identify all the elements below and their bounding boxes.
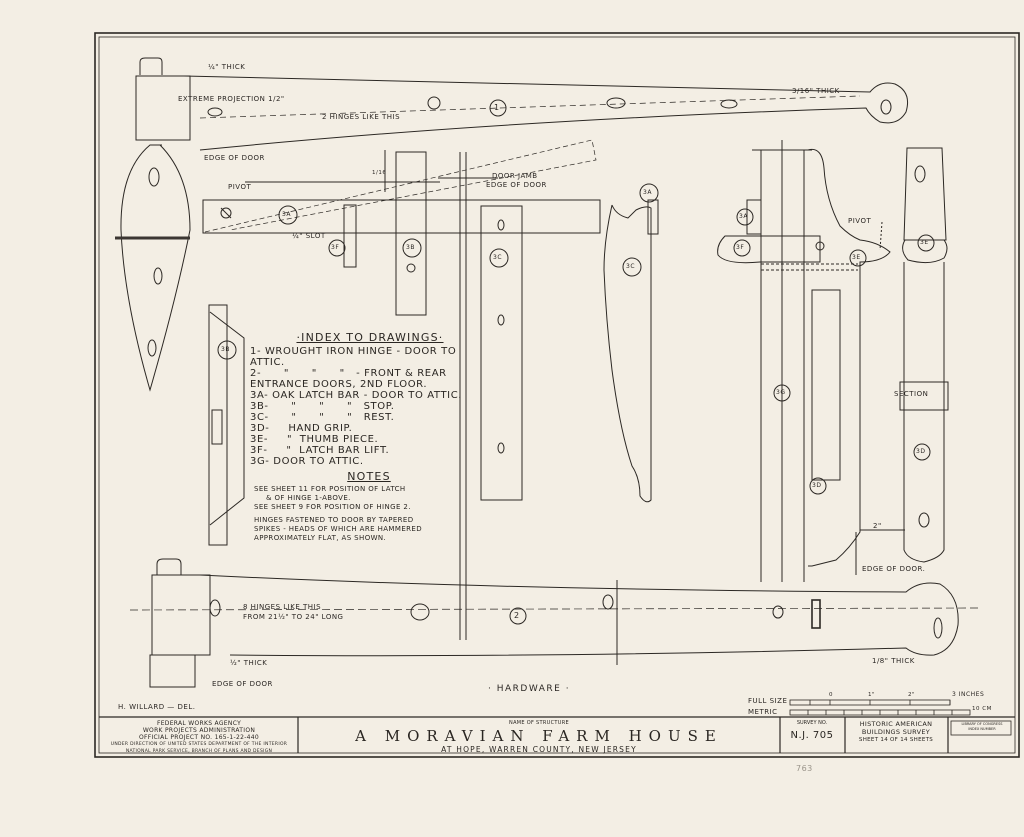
- label-edge-of-door-handle: EDGE OF DOOR.: [862, 565, 926, 573]
- title-block-structure: NAME OF STRUCTURE A MORAVIAN FARM HOUSE …: [300, 720, 778, 754]
- label-slot: ¼" SLOT: [292, 232, 326, 240]
- index-line: ENTRANCE DOORS, 2ND FLOOR.: [250, 379, 428, 390]
- hand-grip-3d-drawing: [855, 147, 949, 575]
- tag-part-3c: 3C: [626, 263, 636, 270]
- label-delineator: H. WILLARD — DEL.: [118, 703, 196, 711]
- index-line: 3E- " THUMB PIECE.: [250, 434, 379, 445]
- tag-part-3b: 3B: [406, 244, 415, 251]
- scale-tick-in: 2": [908, 692, 916, 698]
- inner-border: [98, 36, 1016, 754]
- scale-cm-label: 10 CM: [972, 706, 992, 712]
- label-section: SECTION: [894, 390, 929, 398]
- tag-part-3f: 3F: [331, 244, 340, 251]
- index-line: 3D- HAND GRIP.: [250, 423, 353, 434]
- agency-line: NATIONAL PARK SERVICE, BRANCH OF PLANS A…: [125, 749, 273, 754]
- tag-part-3e: 3E: [920, 239, 929, 246]
- habs-line: BUILDINGS SURVEY: [861, 728, 931, 736]
- title-block-survey: SURVEY NO. N.J. 705: [781, 720, 843, 741]
- survey-caption: SURVEY NO.: [796, 720, 828, 726]
- label-dim-2in: 2": [873, 522, 882, 530]
- notes-line: SEE SHEET 9 FOR POSITION OF HINGE 2.: [254, 503, 411, 511]
- notes-line: SPIKES - HEADS OF WHICH ARE HAMMERED: [254, 525, 423, 533]
- habs-sheet-number: SHEET 14 OF 14 SHEETS: [858, 737, 934, 743]
- index-line: 2- " " " - FRONT & REAR: [250, 368, 447, 379]
- structure-name: A MORAVIAN FARM HOUSE: [355, 727, 723, 745]
- index-line: 3F- " LATCH BAR LIFT.: [250, 445, 390, 456]
- tag-part-3f: 3F: [736, 244, 745, 251]
- agency-line: FEDERAL WORKS AGENCY: [156, 720, 242, 727]
- agency-line: WORK PROJECTS ADMINISTRATION: [142, 727, 256, 734]
- scale-inches-label: 3 INCHES: [952, 691, 985, 698]
- label-thickness-3-16: 3/16" THICK: [792, 87, 840, 95]
- tag-part-3d: 3D: [812, 482, 822, 489]
- survey-number: N.J. 705: [790, 730, 834, 741]
- scale-full-size-label: FULL SIZE: [748, 697, 788, 705]
- title-block-habs: HISTORIC AMERICAN BUILDINGS SURVEY SHEET…: [846, 720, 946, 744]
- notes-line: HINGES FASTENED TO DOOR BY TAPERED: [254, 516, 414, 524]
- scale-metric-label: METRIC: [748, 708, 778, 716]
- label-hardware: · HARDWARE ·: [488, 684, 571, 694]
- scale-bar-drawing: [789, 699, 971, 716]
- tag-part-3a: 3A: [282, 211, 291, 218]
- label-edge-of-door: EDGE OF DOOR: [204, 154, 265, 162]
- tag-part-3e: 3E: [852, 254, 861, 261]
- tag-part-2: 2: [514, 611, 520, 620]
- agency-line: OFFICIAL PROJECT NO. 165-1-22-440: [138, 734, 260, 741]
- label-thickness-eighth: 1/8" THICK: [872, 657, 915, 665]
- title-block-frame: [99, 716, 1015, 753]
- notes-title: NOTES: [347, 470, 391, 483]
- tag-part-3a: 3A: [739, 213, 748, 220]
- title-block-index-box: LIBRARY OF CONGRESS INDEX NUMBER: [950, 722, 1014, 732]
- structure-caption: NAME OF STRUCTURE: [509, 720, 569, 726]
- label-dim-small: 1/16: [372, 170, 387, 176]
- notes-line: APPROXIMATELY FLAT, AS SHOWN.: [254, 534, 387, 542]
- tag-part-3b: 3B: [221, 346, 230, 353]
- tag-part-1: 1: [494, 103, 500, 112]
- habs-line: HISTORIC AMERICAN: [859, 720, 933, 728]
- index-line: 3C- " " " REST.: [250, 412, 395, 423]
- label-pivot-handle: PIVOT: [848, 217, 872, 225]
- hinge-1-drawing: [115, 57, 909, 392]
- label-thickness-quarter: ¼" THICK: [208, 63, 246, 71]
- label-thickness-half: ½" THICK: [230, 659, 268, 667]
- label-extreme-projection: EXTREME PROJECTION 1/2": [178, 95, 285, 103]
- notes-line: SEE SHEET 11 FOR POSITION OF LATCH: [254, 485, 406, 493]
- label-edge-of-door-jamb: EDGE OF DOOR: [486, 181, 547, 189]
- label-door-jamb: DOOR JAMB: [492, 172, 538, 180]
- index-line: 3G- DOOR TO ATTIC.: [250, 456, 364, 467]
- index-line: 1- WROUGHT IRON HINGE - DOOR TO ATTIC.: [250, 346, 457, 368]
- label-eight-hinges: 8 HINGES LIKE THIS: [243, 603, 322, 611]
- outer-border: [94, 32, 1020, 758]
- agency-line: UNDER DIRECTION OF UNITED STATES DEPARTM…: [110, 742, 288, 747]
- hinge-2-drawing: [129, 558, 981, 688]
- index-title: ·INDEX TO DRAWINGS·: [296, 331, 444, 344]
- index-line: 3A- OAK LATCH BAR - DOOR TO ATTIC.: [250, 390, 463, 401]
- label-eight-hinges-length: FROM 21½" TO 24" LONG: [243, 613, 344, 621]
- door-3g-drawing: [717, 140, 891, 582]
- label-two-hinges: 2 HINGES LIKE THIS: [322, 113, 401, 121]
- index-box-line: INDEX NUMBER: [968, 727, 996, 731]
- label-edge-of-door-hinge2: EDGE OF DOOR: [212, 680, 273, 688]
- scale-tick-in: 0: [829, 692, 833, 698]
- tag-part-3c: 3C: [493, 254, 503, 261]
- tag-part-3d: 3D: [916, 448, 926, 455]
- margin-note: 763: [796, 764, 813, 773]
- index-to-drawings: ·INDEX TO DRAWINGS· 1- WROUGHT IRON HING…: [250, 332, 490, 467]
- index-line: 3B- " " " STOP.: [250, 401, 395, 412]
- latch-bar-drawing: [202, 139, 659, 640]
- index-box-line: LIBRARY OF CONGRESS: [961, 722, 1003, 726]
- label-pivot: PIVOT: [228, 183, 252, 191]
- title-block-agency: FEDERAL WORKS AGENCY WORK PROJECTS ADMIN…: [101, 720, 297, 755]
- tag-part-3g: 3G: [776, 389, 786, 396]
- notes-line: & OF HINGE 1-ABOVE.: [266, 494, 351, 502]
- notes-block: NOTES SEE SHEET 11 FOR POSITION OF LATCH…: [254, 470, 484, 543]
- structure-location: AT HOPE, WARREN COUNTY, NEW JERSEY: [441, 745, 637, 754]
- scale-tick-in: 1": [868, 692, 876, 698]
- tag-part-3a: 3A: [643, 189, 652, 196]
